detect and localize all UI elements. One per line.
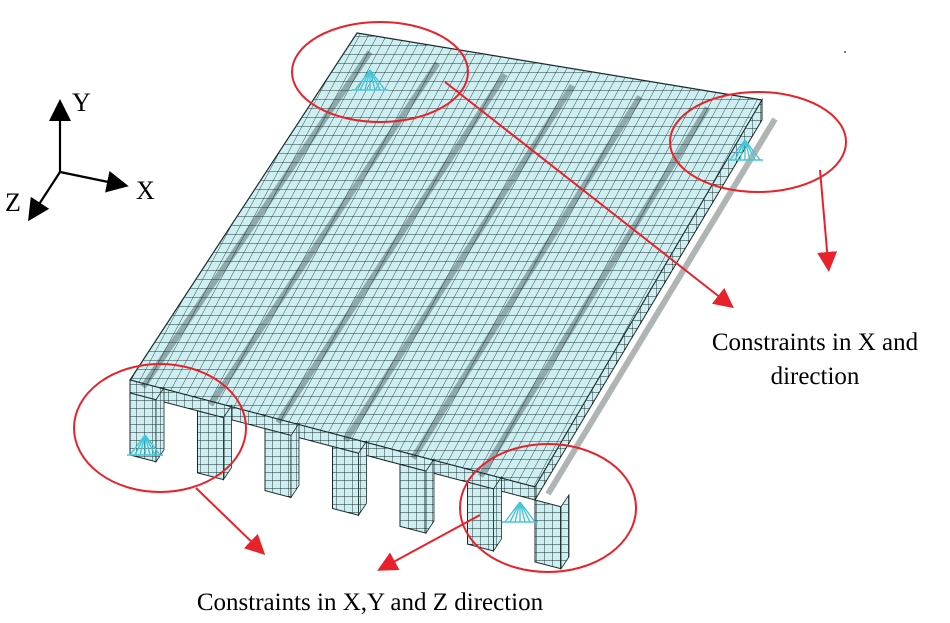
support-strut [509, 501, 521, 523]
axis-triad [28, 99, 129, 222]
arrow-to-bottom-label-1 [195, 487, 266, 555]
rib-band [545, 117, 778, 496]
rib-front-face [332, 445, 359, 516]
constraints-xy-line1: Constraints in X and [711, 329, 919, 356]
support-strut [734, 139, 746, 161]
support-strut [139, 434, 146, 456]
support-strut [504, 501, 521, 523]
arrow-to-top-label-1 [444, 81, 734, 309]
support-strut [364, 69, 371, 91]
rib-side-face [155, 386, 165, 464]
constraint-support [352, 69, 388, 91]
highlight-ellipse-bottom-right [459, 443, 637, 573]
rib-front-face [399, 463, 427, 534]
highlight-ellipse-top-left [291, 21, 469, 123]
constraints-xyz-label: Constraints in X,Y and Z direction [196, 589, 544, 616]
support-strut [359, 69, 371, 91]
support-strut [144, 434, 161, 456]
constraint-support [727, 139, 763, 161]
rib-band [410, 95, 643, 460]
rib-side-face [560, 493, 570, 571]
marker-dot [844, 51, 846, 53]
arrow-to-bottom-label-2 [377, 514, 481, 571]
constraints-xy-line2: direction [770, 363, 860, 390]
support-strut [739, 139, 746, 161]
y-axis-label: Y [72, 88, 91, 117]
rib-front-face [534, 499, 562, 570]
support-strut [144, 434, 151, 456]
support-strut [519, 501, 536, 523]
rib-side-face [290, 422, 300, 499]
support-strut [744, 139, 751, 161]
z-axis-arrow [28, 171, 61, 222]
z-axis-label: Z [5, 188, 21, 217]
support-strut [744, 139, 761, 161]
rib-front-face [197, 410, 224, 481]
supports-group [127, 69, 763, 523]
constraints-xy-label: Constraints in X and direction [680, 326, 950, 394]
highlight-ellipse-bottom-left [73, 363, 247, 493]
support-strut [134, 434, 146, 456]
rib-side-face [493, 475, 502, 553]
highlight-ellipse-top-right [669, 91, 847, 193]
support-strut [519, 501, 526, 523]
rib-front-face [129, 392, 157, 463]
rib-band [140, 50, 373, 389]
rib-band [275, 72, 508, 425]
support-strut [129, 434, 146, 456]
x-axis-label: X [136, 176, 155, 205]
support-strut [369, 69, 376, 91]
rib-front-face [264, 428, 292, 499]
support-strut [514, 501, 521, 523]
arrow-to-top-label-2 [817, 169, 838, 272]
support-strut [369, 69, 386, 91]
x-axis-arrow [59, 170, 129, 193]
rib-band [477, 106, 711, 478]
rib-side-face [425, 457, 435, 535]
support-strut [354, 69, 371, 91]
rib-side-face [223, 404, 232, 481]
ribs-group [129, 50, 778, 571]
support-strut [729, 139, 746, 161]
rib-side-face [358, 439, 367, 517]
constraint-support [502, 501, 538, 523]
rib-band [342, 83, 576, 443]
constraint-support [127, 434, 163, 456]
